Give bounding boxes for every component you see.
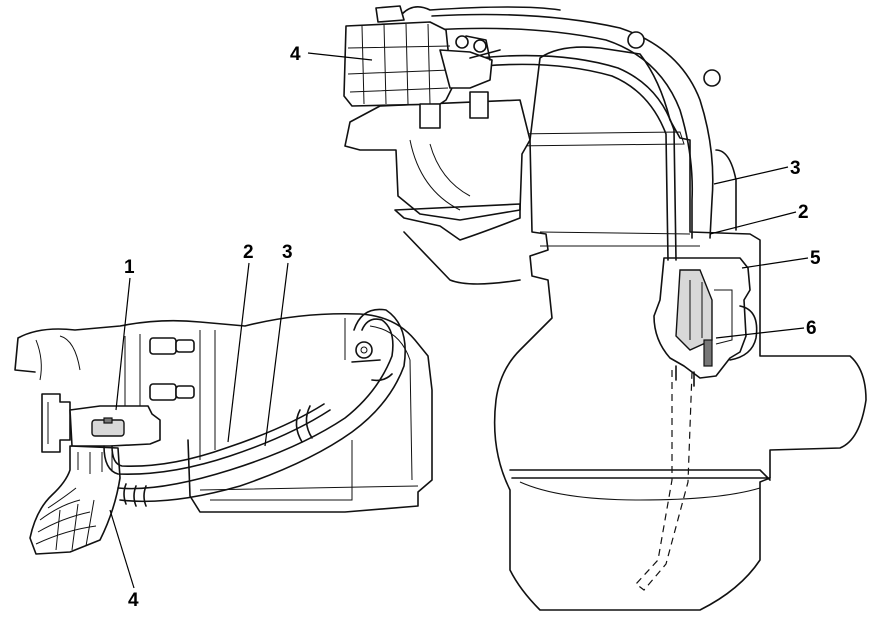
right-loop-ring [703, 69, 721, 87]
right-hose-3 [431, 13, 714, 239]
right-intake-body [344, 99, 531, 221]
right-internal-pipe [635, 370, 693, 591]
left-hose-clamp [295, 405, 313, 443]
right-hose-2 [477, 54, 677, 261]
left-port-lower [149, 383, 177, 401]
left-engine-block [14, 312, 433, 513]
callout-left-2: 2 [243, 242, 254, 263]
callout-right-6: 6 [806, 318, 817, 339]
right-valve-stem [703, 339, 713, 367]
callout-right-2: 2 [798, 202, 809, 223]
callout-right-3: 3 [790, 158, 801, 179]
callout-left-4: 4 [128, 590, 139, 611]
left-engine-view: 1 2 3 4 [14, 242, 433, 611]
left-hose-2 [103, 409, 331, 475]
right-control-box [343, 21, 453, 107]
left-hose-3 [117, 318, 394, 490]
right-engine-body [493, 46, 867, 611]
right-engine-view: 4 3 2 5 6 [290, 5, 867, 611]
callout-right-5: 5 [810, 248, 821, 269]
left-top-fitting [355, 341, 373, 359]
left-port-upper [149, 337, 177, 355]
callout-left-1: 1 [124, 257, 135, 278]
callout-left-3: 3 [282, 242, 293, 263]
left-mount-bracket [41, 393, 71, 453]
left-intake-duct [29, 445, 121, 555]
callout-right-4: 4 [290, 44, 301, 65]
